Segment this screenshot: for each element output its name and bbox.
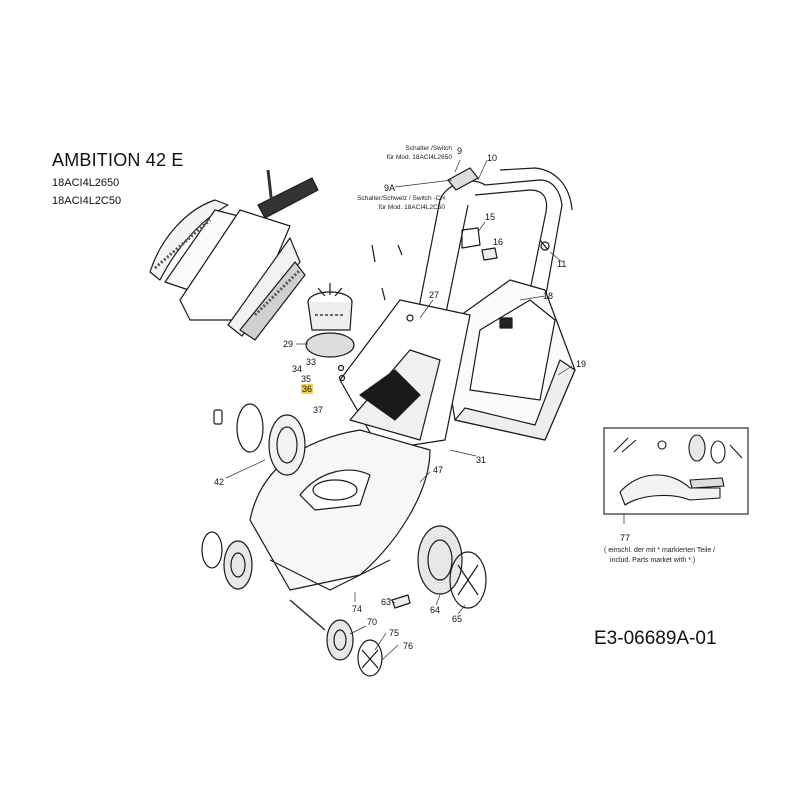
document-id: E3-06689A-01 <box>594 628 717 649</box>
callout-47: 47 <box>433 465 444 475</box>
callout-29: 29 <box>283 339 294 349</box>
inset-kit-box <box>603 427 749 524</box>
model-number-2: 18ACI4L2C50 <box>52 195 122 207</box>
handle-assembly <box>394 167 573 441</box>
switch-9a-note: Schalter/Schwelz / Switch -CH für Mod. 1… <box>320 194 445 212</box>
callout-42: 42 <box>214 477 225 487</box>
mower-deck <box>339 299 471 451</box>
callout-76: 76 <box>403 641 414 651</box>
callout-75: 75 <box>389 628 400 638</box>
grass-bag-cover-parts <box>149 169 319 341</box>
rear-wheel <box>213 403 306 476</box>
callout-77: 77 <box>620 533 631 543</box>
bottom-wheels <box>289 599 383 677</box>
callout-74: 74 <box>352 604 363 614</box>
screws <box>337 239 549 382</box>
motor <box>305 283 355 358</box>
switch-9-note: Schalter /Switch für Mod. 18ACI4L2650 <box>352 144 452 162</box>
callout-70: 70 <box>367 617 378 627</box>
switch-9a-note-line1: Schalter/Schwelz / Switch -CH <box>357 195 445 202</box>
callout-35: 35 <box>301 374 312 384</box>
switch-9-note-line2: für Mod. 18ACI4L2650 <box>386 154 452 161</box>
callout-31: 31 <box>476 455 487 465</box>
inset-note-line2: includ. Parts market with *.) <box>610 557 696 564</box>
callout-65: 65 <box>452 614 463 624</box>
height-adjust-bracket <box>391 594 411 609</box>
inset-note-line1: ( einschl. der mit * markierten Teile / <box>604 547 716 554</box>
callout-27: 27 <box>429 290 440 300</box>
callout-10: 10 <box>487 153 498 163</box>
diagram-title: AMBITION 42 E <box>52 150 184 170</box>
callout-33: 33 <box>306 357 317 367</box>
callout-9a: 9A <box>384 183 396 193</box>
leader-lines <box>225 159 573 661</box>
callout-16: 16 <box>493 237 504 247</box>
inset-note: ( einschl. der mit * markierten Teile / … <box>604 546 715 566</box>
model-number-1: 18ACI4L2650 <box>52 177 120 189</box>
grass-catcher <box>439 279 576 441</box>
callout-15: 15 <box>485 212 496 222</box>
callout-63: 63 <box>381 597 392 607</box>
switch-9a-note-line2: für Mod. 18ACI4L2C50 <box>378 204 445 211</box>
callout-19: 19 <box>576 359 587 369</box>
callout-9: 9 <box>457 146 463 156</box>
callout-37: 37 <box>313 405 324 415</box>
callout-64: 64 <box>430 605 441 615</box>
front-wheel-right <box>417 525 487 609</box>
front-wheel-left <box>201 531 253 590</box>
callout-18: 18 <box>543 291 554 301</box>
callout-34: 34 <box>292 364 303 374</box>
switch-9-note-line1: Schalter /Switch <box>405 145 452 152</box>
callout-36: 36 <box>301 384 314 394</box>
callout-11: 11 <box>557 259 567 269</box>
